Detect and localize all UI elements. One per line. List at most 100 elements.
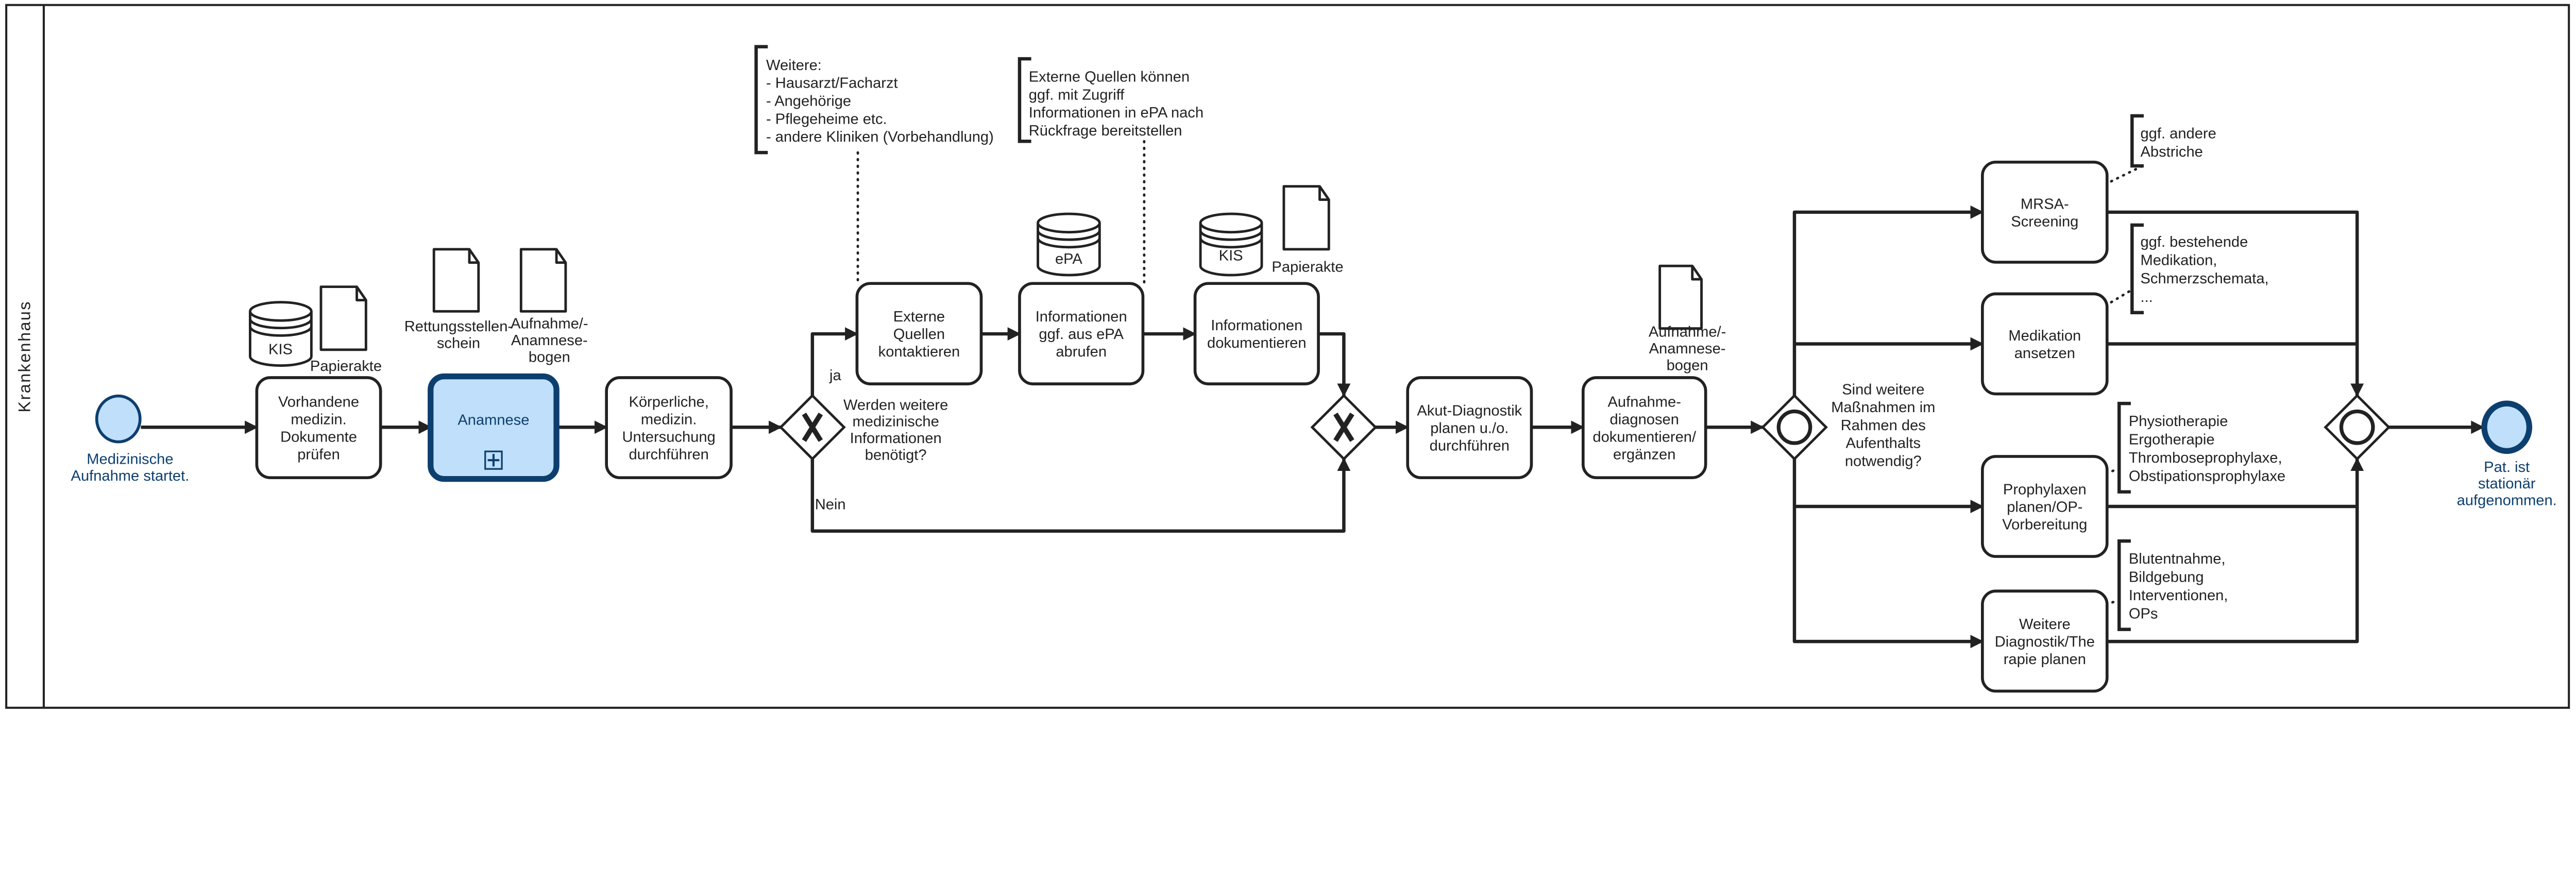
task-label: abrufen bbox=[1056, 344, 1107, 360]
sequence-flow[interactable] bbox=[2107, 458, 2364, 643]
sequence-flow[interactable] bbox=[1318, 332, 1351, 397]
data-object-label: Rettungsstellen- bbox=[404, 318, 513, 335]
task-label: Akut-Diagnostik bbox=[1417, 403, 1522, 419]
task-label: Anamnese bbox=[457, 412, 529, 428]
annotation-text: Obstipationsprophylaxe bbox=[2129, 468, 2285, 485]
annotation-text: Abstriche bbox=[2140, 144, 2202, 160]
document-anamnesebogen-1[interactable]: Aufnahme/-Anamnese-bogen bbox=[511, 248, 588, 365]
annotation-text: Interventionen, bbox=[2129, 587, 2228, 604]
gateway-label: Maßnahmen im bbox=[1831, 399, 1935, 416]
gateway-gateway-weitere-infos[interactable]: Werden weiteremedizinischeInformationenb… bbox=[778, 394, 948, 464]
pool: Krankenhaus bbox=[5, 4, 2570, 709]
annotation-text: ggf. mit Zugriff bbox=[1029, 87, 1125, 103]
task-box[interactable] bbox=[255, 376, 382, 480]
annotation-text: Rückfrage bereitstellen bbox=[1029, 123, 1182, 139]
annotation-text: OPs bbox=[2129, 606, 2158, 622]
annotation-text: - Pflegeheime etc. bbox=[766, 111, 887, 127]
sequence-flow[interactable] bbox=[1792, 459, 1984, 649]
task-label: Diagnostik/The bbox=[1995, 634, 2095, 650]
annotation-text: Physiotherapie bbox=[2129, 413, 2228, 430]
gateway-diamond[interactable] bbox=[2324, 394, 2391, 461]
annotation-text: Thromboseprophylaxe, bbox=[2129, 450, 2282, 466]
task-box[interactable] bbox=[1981, 455, 2109, 558]
task-label: prüfen bbox=[297, 447, 340, 463]
annotation-diagnostik-hinweis[interactable]: Blutentnahme,BildgebungInterventionen,OP… bbox=[2117, 539, 2228, 631]
annotation-text: ggf. bestehende bbox=[2140, 234, 2248, 250]
data-store-kis-2[interactable]: KIS bbox=[1199, 212, 1263, 277]
document-rettungsstellenschein[interactable]: Rettungsstellen-schein bbox=[404, 248, 513, 352]
task-box[interactable] bbox=[1193, 282, 1320, 385]
data-object-label: Papierakte bbox=[1272, 259, 1343, 276]
data-store-epa[interactable]: ePA bbox=[1037, 212, 1101, 277]
annotation-weitere-quellen[interactable]: Weitere:- Hausarzt/Facharzt- Angehörige-… bbox=[754, 45, 994, 155]
document-anamnesebogen-2[interactable]: Aufnahme/-Anamnese-bogen bbox=[1649, 264, 1726, 374]
task-box[interactable] bbox=[605, 376, 733, 480]
task-box[interactable] bbox=[1018, 282, 1145, 385]
data-object-label: bogen bbox=[529, 349, 570, 365]
annotation-prophylaxe-hinweis[interactable]: PhysiotherapieErgotherapieThromboseproph… bbox=[2117, 401, 2285, 494]
document-papierakte-1[interactable]: Papierakte bbox=[310, 285, 382, 375]
flow-label-yes: ja bbox=[829, 367, 841, 384]
task-box[interactable] bbox=[1981, 160, 2109, 264]
task-label: kontaktieren bbox=[878, 344, 960, 360]
task-label: Weitere bbox=[2019, 616, 2071, 633]
subprocess-plus-icon[interactable] bbox=[484, 450, 503, 470]
task-label: Informationen bbox=[1211, 317, 1302, 334]
data-object-label: ePA bbox=[1055, 251, 1082, 267]
annotation-text: Weitere: bbox=[766, 57, 822, 74]
annotation-bracket bbox=[2117, 539, 2131, 631]
data-object-label: bogen bbox=[1667, 357, 1708, 374]
task-label: MRSA- bbox=[2021, 196, 2069, 212]
sequence-flow[interactable] bbox=[2107, 210, 2364, 397]
gateway-gateway-merge[interactable] bbox=[1310, 394, 1378, 461]
sequence-flow[interactable] bbox=[810, 327, 859, 396]
task-label: Prophylaxen bbox=[2003, 482, 2087, 498]
annotation-text: ... bbox=[2140, 289, 2153, 306]
inclusive-circle-icon bbox=[2339, 409, 2375, 445]
sequence-flow[interactable] bbox=[810, 458, 1351, 533]
gateway-gateway-join[interactable] bbox=[2324, 394, 2391, 461]
task-box[interactable] bbox=[855, 282, 983, 385]
document-papierakte-2[interactable]: Papierakte bbox=[1272, 185, 1344, 276]
annotation-text: Informationen in ePA nach bbox=[1029, 105, 1204, 121]
start-event-circle[interactable] bbox=[95, 394, 142, 444]
gateway-diamond[interactable] bbox=[1761, 394, 1828, 461]
task-box[interactable] bbox=[1981, 292, 2109, 396]
annotation-text: - andere Kliniken (Vorbehandlung) bbox=[766, 129, 994, 145]
task-anamnese[interactable]: Anamnese bbox=[428, 373, 560, 482]
sequence-flow[interactable] bbox=[1792, 205, 1984, 396]
task-label: Vorhandene bbox=[278, 394, 359, 411]
task-mrsa-screening[interactable]: MRSA-Screening bbox=[1981, 160, 2109, 264]
task-label: Körperliche, bbox=[629, 394, 708, 411]
task-box[interactable] bbox=[1981, 589, 2109, 693]
data-store-kis-1[interactable]: KIS bbox=[249, 301, 313, 367]
task-koerperliche-untersuchung[interactable]: Körperliche,medizin.Untersuchungdurchfüh… bbox=[605, 376, 733, 480]
inclusive-circle-icon bbox=[1776, 409, 1812, 445]
gateway-label: Rahmen des bbox=[1841, 417, 1926, 434]
task-label: medizin. bbox=[291, 412, 346, 428]
annotation-text: Externe Quellen können bbox=[1029, 69, 1190, 86]
annotation-medikation-hinweis[interactable]: ggf. bestehendeMedikation,Schmerzschemat… bbox=[2130, 223, 2269, 315]
end-event-circle[interactable] bbox=[2481, 400, 2533, 454]
task-box[interactable] bbox=[1406, 376, 1533, 480]
task-box[interactable] bbox=[428, 373, 560, 482]
task-box[interactable] bbox=[1581, 376, 1707, 480]
task-label: Vorbereitung bbox=[2002, 517, 2087, 533]
association bbox=[2110, 288, 2133, 303]
